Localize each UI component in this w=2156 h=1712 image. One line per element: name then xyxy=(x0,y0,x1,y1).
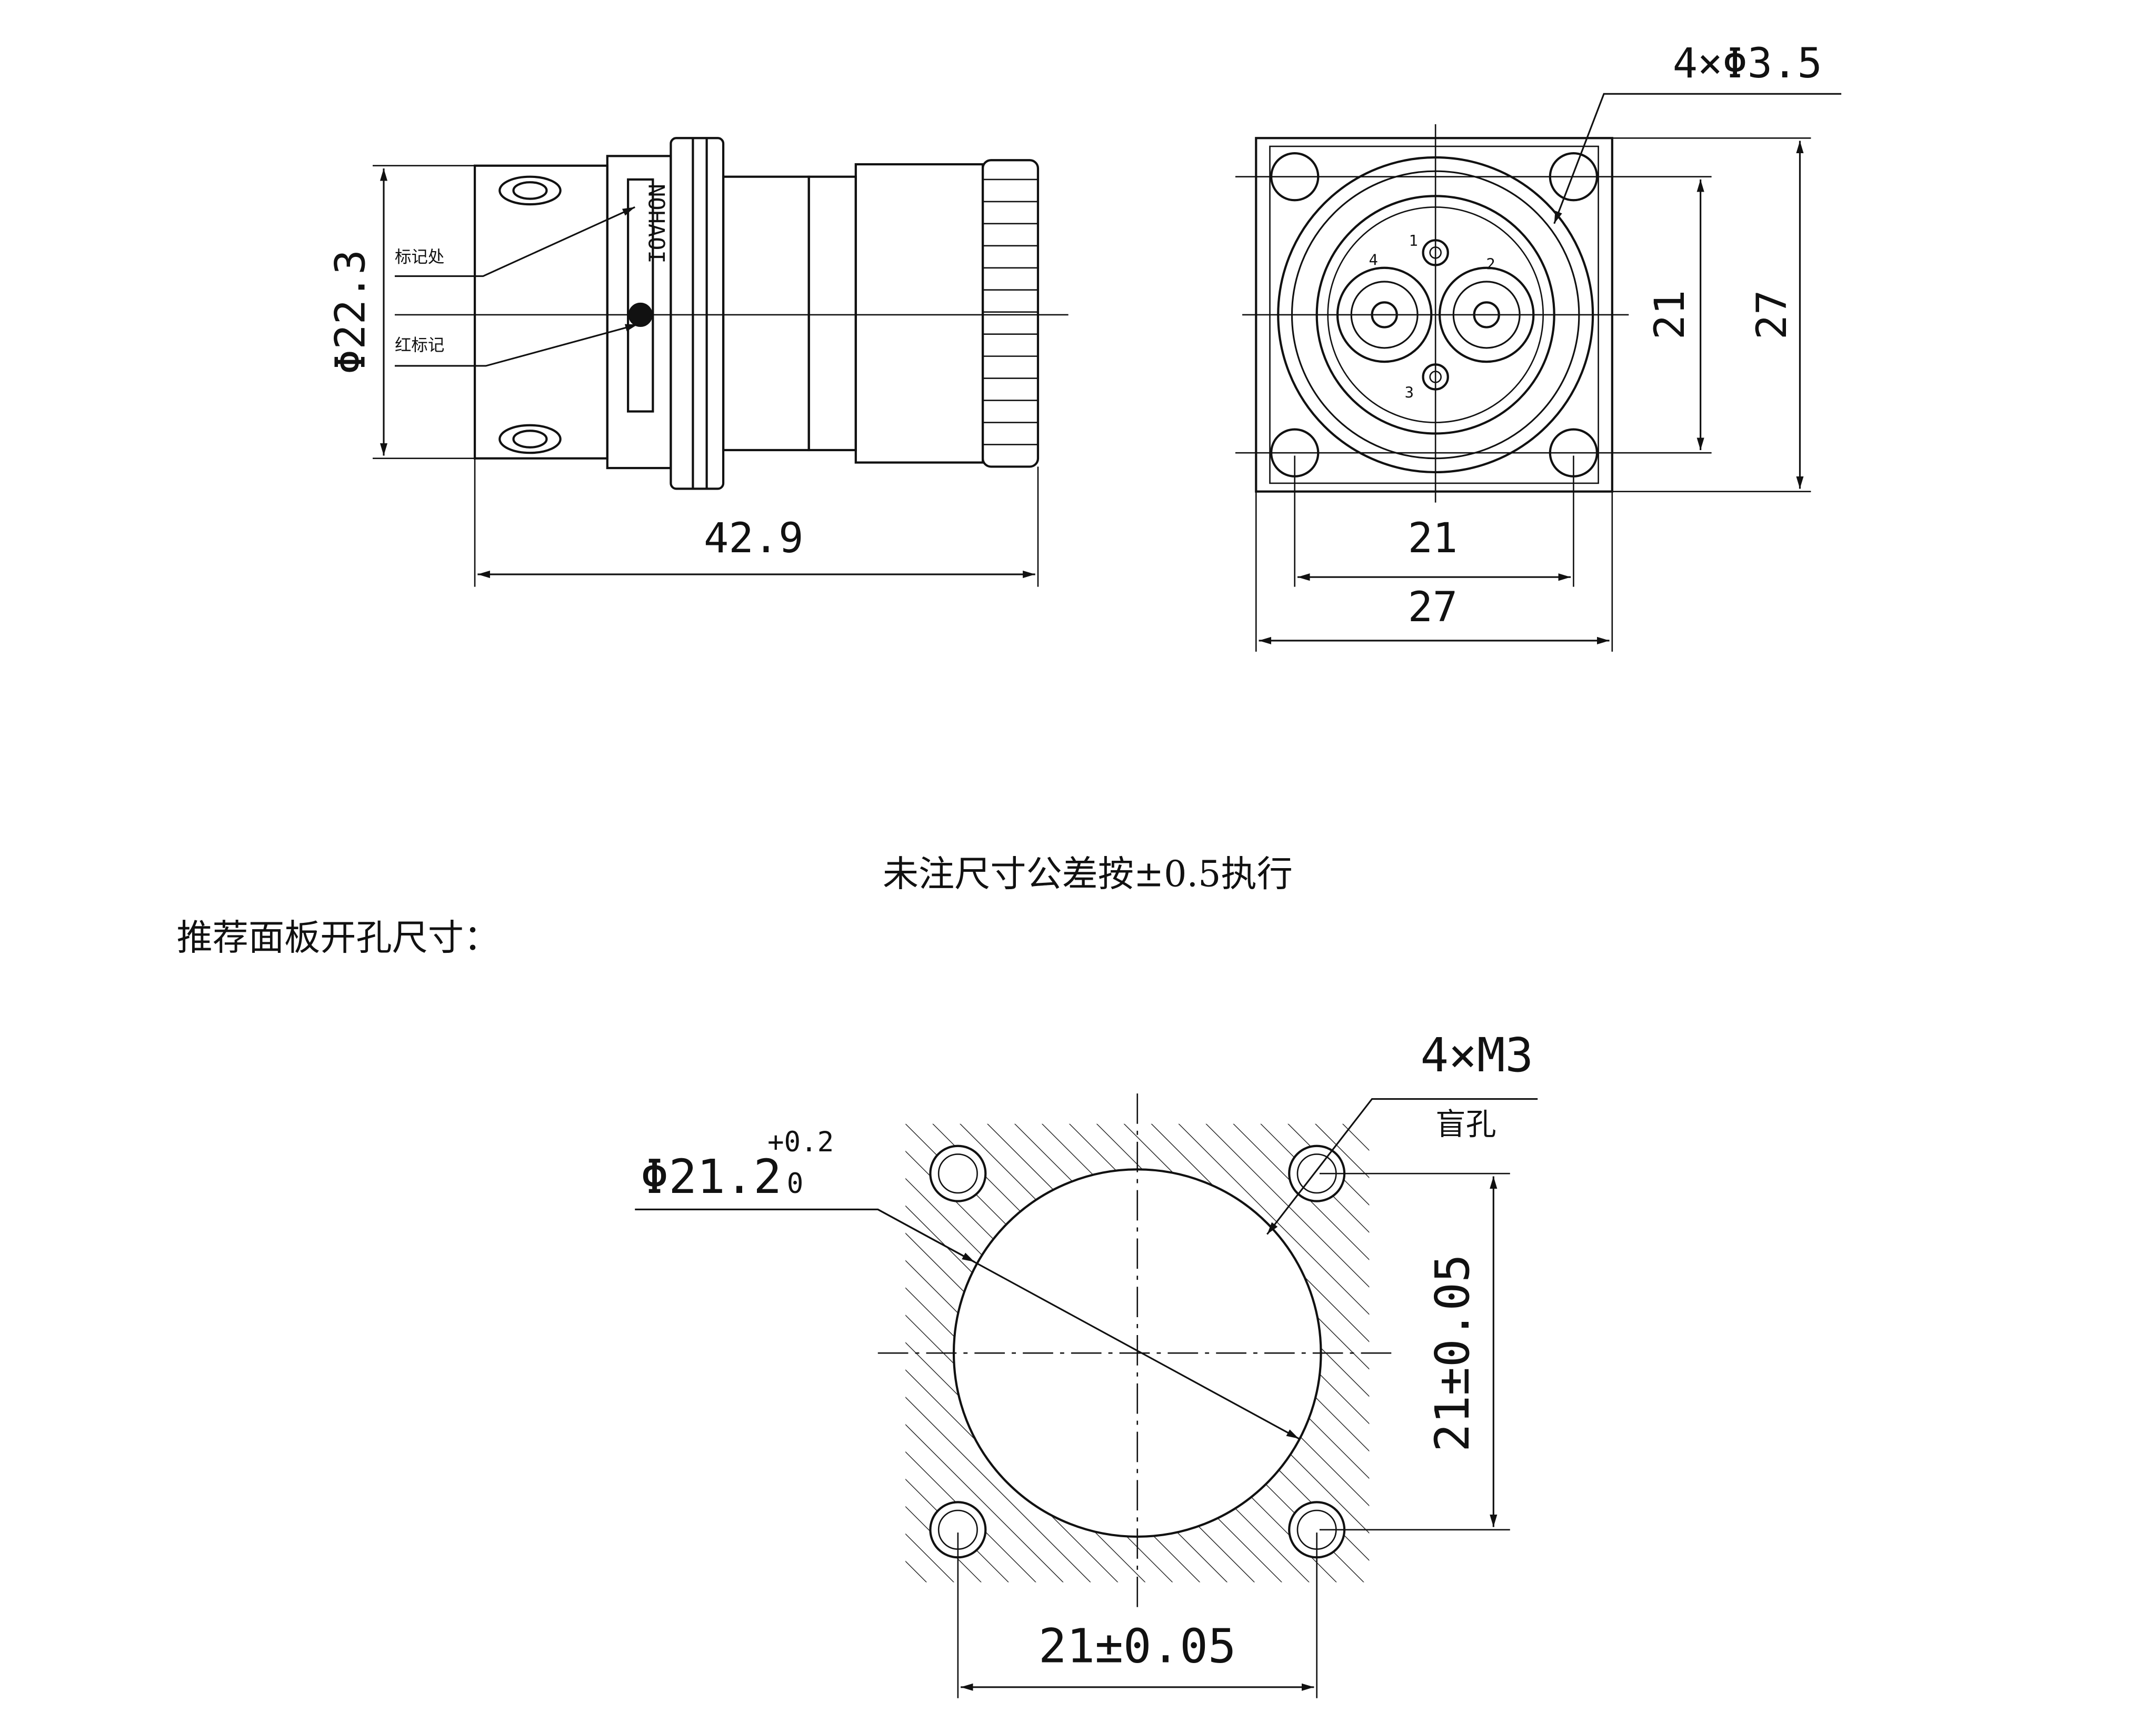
pin-label-3: 3 xyxy=(1405,383,1414,401)
side-diameter-label: Φ22.3 xyxy=(326,250,374,374)
neck xyxy=(722,175,810,452)
callout-mark-position: 标记处 xyxy=(395,247,444,266)
coupling-nut xyxy=(854,163,984,464)
neck-inner xyxy=(807,175,857,452)
screw-icon xyxy=(498,424,562,454)
pin-label-1: 1 xyxy=(1409,232,1418,250)
cutout-spacing-h-label: 21±0.05 xyxy=(1039,1619,1236,1674)
cutout-spacing-v-label: 21±0.05 xyxy=(1425,1254,1480,1452)
screw-icon xyxy=(498,175,562,206)
rear-flange xyxy=(473,164,608,460)
collar xyxy=(670,137,725,490)
flange-h-label: 27 xyxy=(1408,583,1458,631)
leader-mark-position xyxy=(394,206,635,277)
leader-thread xyxy=(1266,1098,1538,1235)
leader-hole-callout xyxy=(1553,93,1842,224)
hole-callout: 4×Φ3.5 xyxy=(1673,39,1822,87)
panel-heading: 推荐面板开孔尺寸： xyxy=(177,917,500,959)
marking-strip xyxy=(627,178,654,413)
side-length-label: 42.9 xyxy=(704,514,803,562)
tolerance-note: 未注尺寸公差按±0.5执行 xyxy=(883,854,1293,895)
body-marking: NOHAOI xyxy=(643,184,669,264)
front-view xyxy=(1235,93,1842,652)
thread-callout: 4×M3 xyxy=(1420,1028,1533,1083)
cutout-diameter-tol-upper: +0.2 xyxy=(767,1126,834,1158)
cutout-diameter-tol-lower: 0 xyxy=(787,1168,804,1200)
hole-spacing-v-label: 21 xyxy=(1645,290,1694,340)
cutout-diameter-label: Φ21.2 xyxy=(641,1150,782,1205)
panel-cutout xyxy=(635,1093,1538,1698)
callout-red-mark: 红标记 xyxy=(395,336,444,355)
blind-hole-label: 盲孔 xyxy=(1435,1107,1496,1142)
knurled-ring xyxy=(981,159,1040,468)
flange-v-label: 27 xyxy=(1748,290,1796,340)
hole-spacing-h-label: 21 xyxy=(1408,514,1458,562)
pin-label-4: 4 xyxy=(1369,251,1378,269)
pin-label-2: 2 xyxy=(1486,255,1495,273)
leader-red-mark xyxy=(394,323,638,367)
side-view xyxy=(373,137,1069,587)
